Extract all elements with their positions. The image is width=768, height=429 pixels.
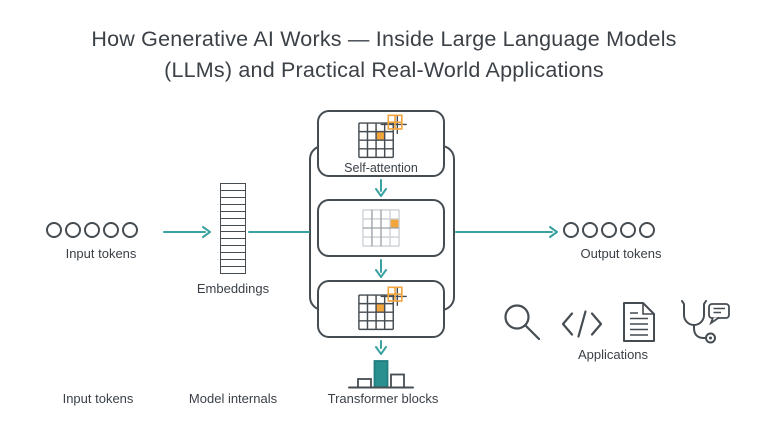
document-icon (623, 302, 655, 342)
attention-zoom-marker-icon (386, 114, 403, 130)
code-icon (561, 310, 603, 338)
title-line-1: How Generative AI Works — Inside Large L… (91, 27, 677, 51)
transformer-block-middle (317, 199, 445, 257)
page-title: How Generative AI Works — Inside Large L… (0, 24, 768, 86)
token-circle (563, 222, 579, 238)
attention-zoom-marker-icon (386, 286, 403, 302)
token-circle (84, 222, 100, 238)
self-attention-block: Self-attention (317, 110, 445, 177)
input-to-embeddings-arrow (163, 226, 211, 238)
search-icon (504, 304, 541, 341)
input-tokens-group (46, 222, 138, 238)
block-to-barchart-arrow (375, 340, 387, 355)
applications-label: Applications (577, 347, 649, 362)
token-circle (582, 222, 598, 238)
token-circle (620, 222, 636, 238)
attention-matrix-plain-icon (362, 209, 400, 247)
token-circle (122, 222, 138, 238)
self-attention-label: Self-attention (344, 161, 418, 175)
token-circle (65, 222, 81, 238)
title-line-2: (LLMs) and Practical Real-World Applicat… (164, 58, 604, 82)
caption-model-internals: Model internals (188, 391, 278, 406)
stethoscope-icon (681, 300, 730, 344)
caption-input-tokens: Input tokens (62, 391, 134, 406)
bar-chart-icon (348, 360, 414, 389)
output-tokens-label: Output tokens (580, 246, 662, 261)
input-tokens-label: Input tokens (65, 246, 137, 261)
token-circle (46, 222, 62, 238)
model-to-output-arrow (455, 226, 558, 238)
embeddings-stack (220, 183, 246, 274)
token-circle (103, 222, 119, 238)
embeddings-label: Embeddings (196, 281, 270, 296)
token-circle (639, 222, 655, 238)
output-tokens-group (563, 222, 655, 238)
caption-transformer-blocks: Transformer blocks (327, 391, 439, 406)
token-circle (601, 222, 617, 238)
applications-group (501, 300, 736, 346)
transformer-block-bottom (317, 280, 445, 338)
speech-bubble-icon (708, 303, 730, 319)
attention-matrix-icon (357, 286, 407, 330)
attention-matrix-icon (357, 114, 407, 159)
